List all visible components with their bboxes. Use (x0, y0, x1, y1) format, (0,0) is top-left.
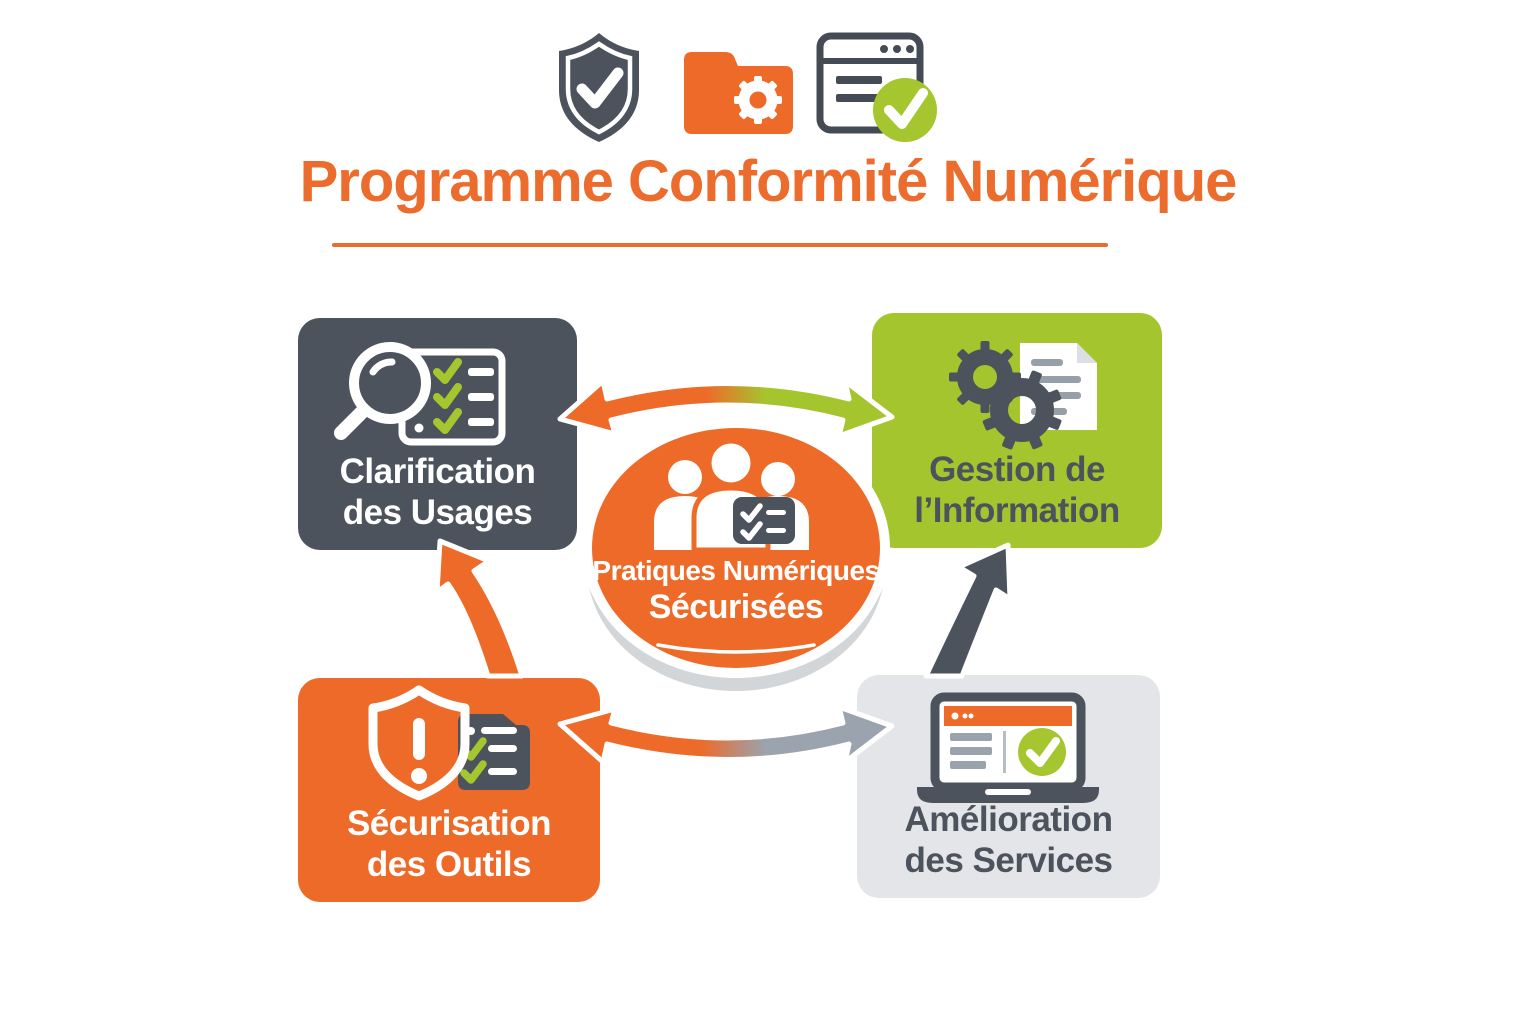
title-underline (332, 243, 1108, 247)
label-line2: des Usages (342, 493, 533, 533)
checklist-badge-icon (733, 497, 795, 544)
label-line2: des Outils (366, 845, 532, 885)
gear-large (982, 370, 1062, 450)
label-line1: Clarification (339, 452, 536, 492)
node-clarification-usages: Clarification des Usages (298, 318, 577, 550)
label-line1: Gestion de (929, 450, 1105, 490)
center-circle: Pratiques Numériques Sécurisées (582, 418, 890, 678)
bottom-double-arrow (557, 704, 895, 765)
gears-document-icon (949, 341, 1097, 450)
center-title-line1: Pratiques Numériques (592, 555, 880, 586)
center-title-line2: Sécurisées (648, 588, 824, 626)
label-line2: des Services (904, 841, 1113, 881)
node-label-securisation: Sécurisation des Outils (298, 804, 600, 886)
left-up-arrow (434, 538, 525, 679)
node-label-amelioration: Amélioration des Services (857, 800, 1160, 882)
right-up-arrow (923, 542, 1013, 679)
label-line1: Amélioration (904, 800, 1113, 840)
folder-gear-icon (684, 52, 793, 134)
node-label-gestion: Gestion de l’Information (872, 450, 1162, 532)
node-label-clarification: Clarification des Usages (298, 452, 577, 534)
label-line1: Sécurisation (346, 804, 552, 844)
node-amelioration-services: Amélioration des Services (857, 675, 1160, 898)
label-line2: l’Information (914, 491, 1120, 531)
window-check-icon (816, 32, 937, 142)
page-title: Programme Conformité Numérique (299, 149, 1238, 214)
shield-alert-checklist-icon (368, 685, 530, 801)
shield-check-icon (559, 33, 639, 142)
node-securisation-outils: Sécurisation des Outils (298, 678, 600, 902)
magnifier-checklist-icon (334, 342, 506, 446)
gear-glyph (734, 76, 782, 124)
people-group-icon (654, 438, 816, 654)
laptop-check-icon (917, 692, 1099, 803)
node-gestion-information: Gestion de l’Information (872, 313, 1162, 548)
swoosh-underline (656, 643, 816, 654)
